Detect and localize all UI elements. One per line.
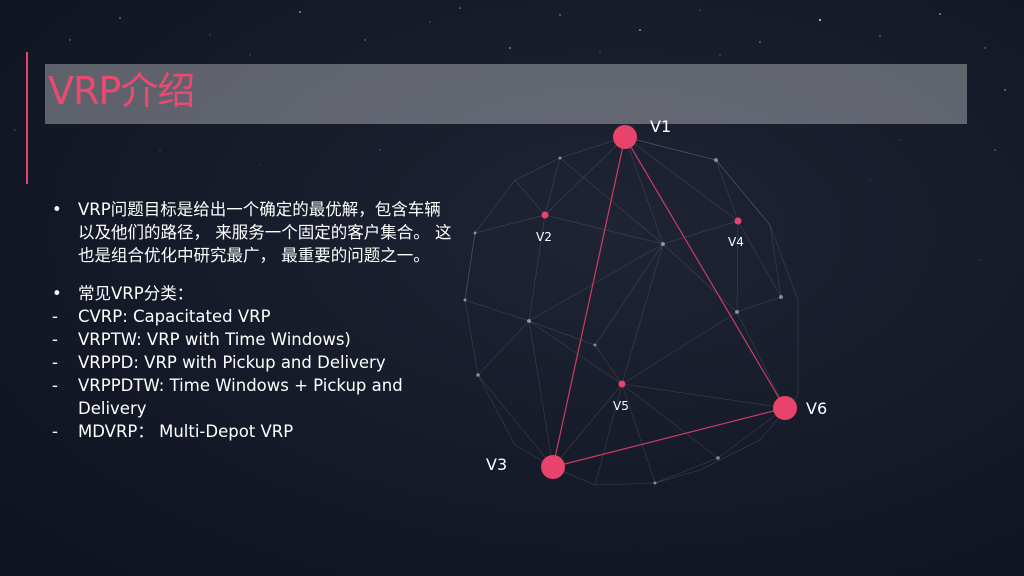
slide-title: VRP介绍: [48, 69, 195, 113]
node-label-v4: V4: [728, 235, 744, 249]
dash-text: MDVRP： Multi-Depot VRP: [78, 422, 294, 441]
route-edge-v1-v6: [624, 136, 786, 409]
node-label-v5: V5: [613, 399, 629, 413]
route-edge-v6-v3: [552, 407, 786, 468]
bullet-marker: •: [52, 200, 62, 219]
dash-item: - CVRP: Capacitated VRP: [52, 305, 452, 328]
bullet-text: 常见VRP分类：: [78, 284, 194, 303]
network-mesh: [464, 136, 799, 486]
mesh-vertices: [463, 156, 783, 485]
dash-text: CVRP: Capacitated VRP: [78, 307, 271, 326]
title-bar: [45, 64, 967, 124]
dash-marker: -: [52, 330, 58, 349]
bullet-content: • VRP问题目标是给出一个确定的最优解，包含车辆以及他们的路径， 来服务一个固…: [52, 198, 452, 443]
node-label-v3: V3: [486, 455, 507, 474]
node-v1: [613, 125, 637, 149]
dash-item: - VRPPDTW: Time Windows + Pickup and Del…: [52, 374, 452, 420]
bullet-marker: •: [52, 284, 62, 303]
node-v6: [773, 396, 797, 420]
route-edges: [552, 136, 786, 468]
route-edge-v3-v1: [552, 136, 626, 468]
dash-marker: -: [52, 307, 58, 326]
bullet-item: • VRP问题目标是给出一个确定的最优解，包含车辆以及他们的路径， 来服务一个固…: [52, 198, 452, 267]
node-v4: [734, 217, 742, 225]
dash-text: VRPPD: VRP with Pickup and Delivery: [78, 353, 386, 372]
bullet-text: VRP问题目标是给出一个确定的最优解，包含车辆以及他们的路径， 来服务一个固定的…: [78, 200, 452, 265]
dash-marker: -: [52, 353, 58, 372]
node-v3: [541, 455, 565, 479]
node-label-v1: V1: [650, 117, 671, 136]
bullet-item: • 常见VRP分类：: [52, 282, 452, 305]
dash-marker: -: [52, 376, 58, 395]
dash-item: - MDVRP： Multi-Depot VRP: [52, 420, 452, 443]
dash-item: - VRPTW: VRP with Time Windows): [52, 328, 452, 351]
dash-text: VRPTW: VRP with Time Windows): [78, 330, 351, 349]
node-v5: [618, 380, 626, 388]
dash-marker: -: [52, 422, 58, 441]
dash-text: VRPPDTW: Time Windows + Pickup and Deliv…: [78, 376, 403, 418]
node-label-v2: V2: [536, 230, 552, 244]
dash-item: - VRPPD: VRP with Pickup and Delivery: [52, 351, 452, 374]
node-label-v6: V6: [806, 399, 827, 418]
title-accent-line: [26, 52, 28, 184]
node-v2: [541, 211, 549, 219]
